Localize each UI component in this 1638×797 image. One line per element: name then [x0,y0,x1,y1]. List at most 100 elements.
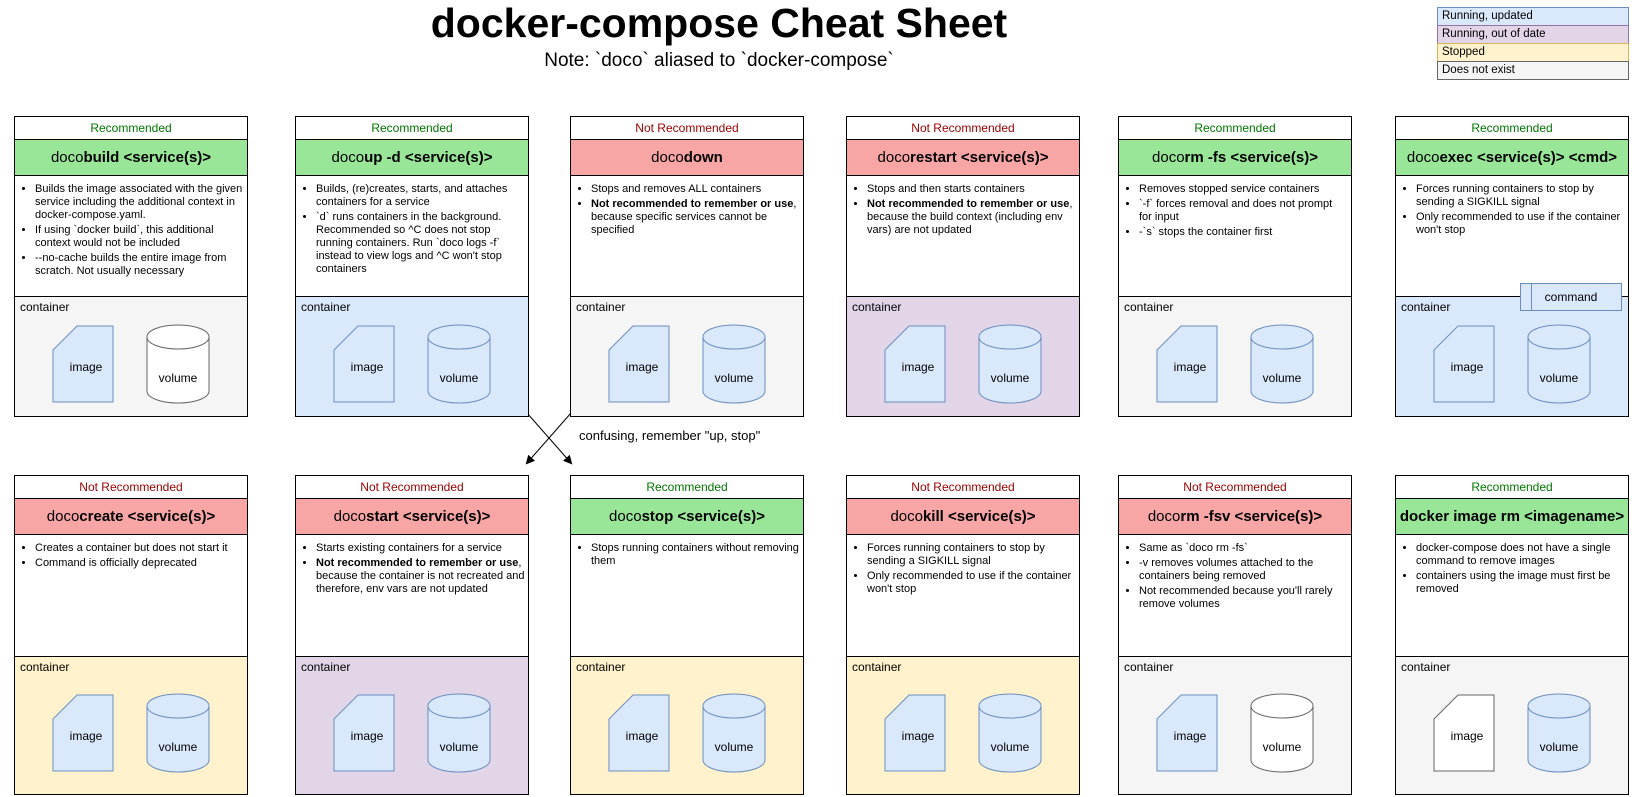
svg-text:volume: volume [440,371,479,385]
container-shapes: image volume [1119,297,1351,416]
container-shapes: image volume [571,657,803,794]
recommendation-label: Not Recommended [911,480,1015,494]
svg-text:image: image [1451,360,1484,374]
command-card: Recommended doco build <service(s)> Buil… [14,116,248,417]
image-shape: image [1433,694,1495,771]
svg-text:volume: volume [440,740,479,754]
svg-text:image: image [351,729,384,743]
command-notes: Removes stopped service containers`-f` f… [1119,176,1351,296]
command-title: doco rm -fs <service(s)> [1119,139,1351,176]
volume-shape: volume [702,692,766,773]
image-shape: image [1156,694,1218,771]
container-label: container [1124,660,1174,674]
page-title: docker-compose Cheat Sheet [430,0,1008,46]
container-label: container [20,300,70,314]
svg-text:volume: volume [715,740,754,754]
svg-text:volume: volume [991,740,1030,754]
legend-item-stopped: Stopped [1437,43,1629,62]
volume-shape: volume [978,323,1042,404]
image-shape: image [333,694,395,771]
command-title: doco restart <service(s)> [847,139,1079,176]
legend-item-does-not-exist: Does not exist [1437,61,1629,80]
image-shape: image [1433,325,1495,402]
recommendation-label: Not Recommended [79,480,183,494]
image-shape: image [1156,325,1218,402]
container-diagram: container image volume [15,656,247,794]
recommendation-label: Recommended [646,480,728,494]
image-shape: image [608,325,670,402]
image-shape: image [608,694,670,771]
container-diagram: container image volume [847,656,1079,794]
container-shapes: image volume [571,297,803,416]
command-title: doco up -d <service(s)> [296,139,528,176]
command-title: doco rm -fsv <service(s)> [1119,498,1351,535]
crossing-arrows-icon [518,405,580,465]
container-label: container [852,660,902,674]
recommendation-label: Recommended [1471,480,1553,494]
command-card: Not Recommended doco down Stops and remo… [570,116,804,417]
svg-text:volume: volume [1540,740,1579,754]
legend-item-running-out-of-date: Running, out of date [1437,25,1629,44]
recommendation-label: Recommended [1194,121,1276,135]
command-notes: Builds the image associated with the giv… [15,176,247,296]
command-title: doco create <service(s)> [15,498,247,535]
container-diagram: container image volume [296,296,528,416]
svg-text:volume: volume [1263,371,1302,385]
image-shape: image [52,325,114,402]
container-label: container [852,300,902,314]
recommendation-label: Recommended [90,121,172,135]
command-card: Not Recommended doco start <service(s)> … [295,475,529,795]
volume-shape: volume [146,692,210,773]
container-diagram: container image volume [15,296,247,416]
svg-text:image: image [351,360,384,374]
container-diagram: container image volume [847,296,1079,416]
container-diagram: container image volume [1119,296,1351,416]
command-box: command [1520,283,1622,311]
command-title: doco stop <service(s)> [571,498,803,535]
command-notes: docker-compose does not have a single co… [1396,535,1628,656]
svg-text:image: image [1174,729,1207,743]
legend-item-running-updated: Running, updated [1437,7,1629,26]
command-notes: Stops and removes ALL containersNot reco… [571,176,803,296]
container-shapes: image volume [15,657,247,794]
recommendation-label: Not Recommended [360,480,464,494]
container-diagram: container image volume [296,656,528,794]
svg-text:image: image [1451,729,1484,743]
command-card: Recommended doco up -d <service(s)> Buil… [295,116,529,417]
volume-shape: volume [702,323,766,404]
container-label: container [301,660,351,674]
command-card: Recommended docker image rm <imagename> … [1395,475,1629,795]
volume-shape: volume [146,323,210,404]
command-card: Not Recommended doco kill <service(s)> F… [846,475,1080,795]
command-notes: Same as `doco rm -fs`-v removes volumes … [1119,535,1351,656]
svg-text:image: image [1174,360,1207,374]
svg-text:volume: volume [715,371,754,385]
command-card: Not Recommended doco restart <service(s)… [846,116,1080,417]
svg-text:image: image [902,729,935,743]
command-notes: Stops and then starts containersNot reco… [847,176,1079,296]
volume-shape: volume [978,692,1042,773]
command-card: Recommended doco exec <service(s)> <cmd>… [1395,116,1629,417]
page-subtitle: Note: `doco` aliased to `docker-compose` [544,50,894,71]
command-box-divider [1531,284,1532,310]
recommendation-label: Not Recommended [635,121,739,135]
svg-text:volume: volume [159,740,198,754]
image-shape: image [333,325,395,402]
command-notes: Stops running containers without removin… [571,535,803,656]
command-title: doco start <service(s)> [296,498,528,535]
image-shape: image [884,694,946,771]
volume-shape: volume [427,692,491,773]
command-notes: Forces running containers to stop by sen… [1396,176,1628,296]
command-notes: Starts existing containers for a service… [296,535,528,656]
container-shapes: image volume [296,297,528,416]
container-shapes: image volume [296,657,528,794]
svg-text:volume: volume [991,371,1030,385]
svg-text:image: image [626,729,659,743]
container-diagram: container image volume [1396,656,1628,794]
container-shapes: image volume [15,297,247,416]
command-card: Not Recommended doco create <service(s)>… [14,475,248,795]
svg-text:image: image [626,360,659,374]
command-card: Not Recommended doco rm -fsv <service(s)… [1118,475,1352,795]
container-label: container [1401,300,1451,314]
container-label: container [576,300,626,314]
